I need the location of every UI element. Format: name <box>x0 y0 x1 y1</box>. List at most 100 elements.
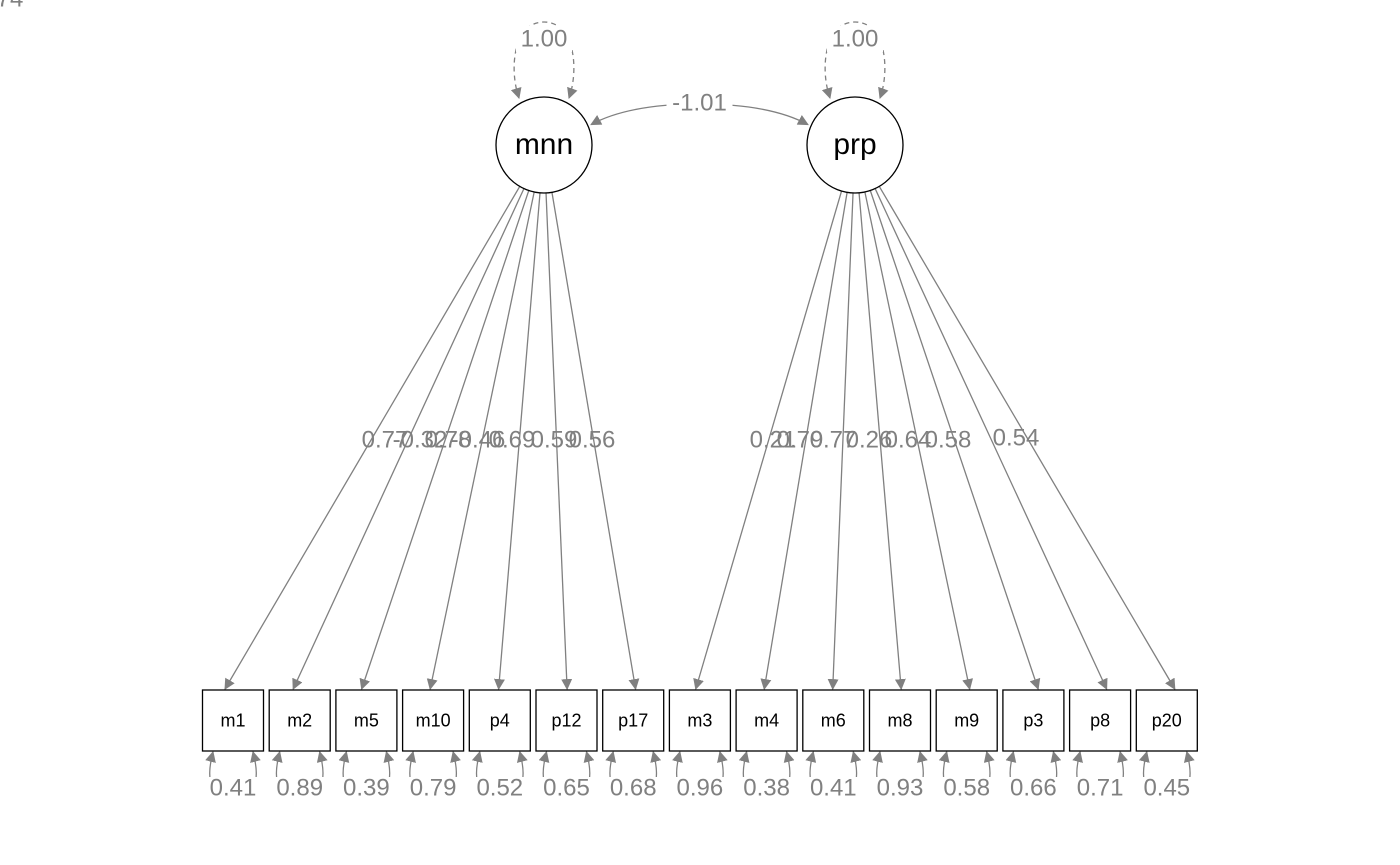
observed-label-m10: m10 <box>416 710 451 730</box>
variance-label-bg <box>516 26 572 52</box>
residual-label-m1: 0.41 <box>210 774 257 801</box>
loading-label-p3: 0.58 <box>925 426 972 453</box>
variance-label-prp: 1.00 <box>832 25 879 52</box>
covariance-label-bg <box>666 91 733 117</box>
observed-node-p12 <box>535 689 598 752</box>
covariance-label: -1.01 <box>672 89 727 116</box>
observed-node-p17 <box>602 689 665 752</box>
loading-path-m6 <box>827 192 854 691</box>
residual-label-m5: 0.39 <box>343 774 390 801</box>
variance-label-bg <box>827 26 883 52</box>
latent-label-mnn: mnn <box>515 128 573 161</box>
residual-label-p17: 0.68 <box>610 774 657 801</box>
residual-label-bg <box>806 777 861 801</box>
edges-layer <box>205 21 1195 791</box>
loading-label-m9: 0.64 <box>885 426 932 453</box>
observed-node-p3 <box>1002 689 1065 752</box>
loading-label-p20: 0.74 <box>0 0 23 12</box>
loading-label-p8: 0.54 <box>993 424 1040 451</box>
loading-path-m5 <box>359 190 530 691</box>
observed-label-p3: p3 <box>1023 710 1043 730</box>
latent-label-prp: prp <box>833 128 876 161</box>
loading-path-p4 <box>493 192 541 691</box>
residual-label-m10: 0.79 <box>410 774 457 801</box>
observed-label-p8: p8 <box>1090 710 1110 730</box>
latent-node-prp <box>806 96 904 194</box>
observed-label-m1: m1 <box>220 710 245 730</box>
loading-label-m10: -0.46 <box>451 426 506 453</box>
observed-node-m1 <box>201 689 265 752</box>
residual-label-bg <box>206 777 260 801</box>
variance-loop-arrow-mnn <box>510 86 522 100</box>
loading-label-m8: 0.26 <box>846 426 893 453</box>
residual-label-bg <box>339 777 394 801</box>
loading-path-p8 <box>874 188 1108 690</box>
variance-loop-prp <box>824 21 889 100</box>
residual-label-p20: 0.45 <box>1143 774 1190 801</box>
observed-node-p20 <box>1135 689 1198 752</box>
residual-label-bg <box>539 777 594 801</box>
residual-label-p4: 0.52 <box>476 774 523 801</box>
residual-label-bg <box>272 777 327 801</box>
residual-label-m9: 0.58 <box>943 774 990 801</box>
loading-label-m4: 0.79 <box>777 426 824 453</box>
loading-label-p12: 0.59 <box>531 426 578 453</box>
observed-label-m8: m8 <box>887 710 912 730</box>
observed-label-m9: m9 <box>954 710 979 730</box>
loading-label-p4: 0.69 <box>489 426 536 453</box>
residual-label-bg <box>1073 777 1128 801</box>
loading-path-m8 <box>858 192 906 691</box>
residual-label-bg <box>406 777 461 801</box>
variance-loop-arrow-prp <box>821 86 833 100</box>
loading-path-p3 <box>869 190 1041 691</box>
loading-label-m5: 0.78 <box>425 426 472 453</box>
residual-label-bg <box>739 777 794 801</box>
observed-label-p4: p4 <box>490 710 510 730</box>
variance-loop-mnn <box>513 21 578 100</box>
loading-path-m10 <box>426 191 535 691</box>
residual-label-bg <box>606 777 661 801</box>
loading-path-m2 <box>292 188 525 690</box>
residual-label-p3: 0.66 <box>1010 774 1057 801</box>
loading-path-m1 <box>224 186 521 690</box>
residual-label-bg <box>672 777 727 801</box>
observed-node-m2 <box>268 689 331 752</box>
observed-label-m4: m4 <box>754 710 779 730</box>
loading-label-m2: -0.32 <box>393 426 448 453</box>
residual-label-m4: 0.38 <box>743 774 790 801</box>
observed-label-p12: p12 <box>551 710 581 730</box>
observed-node-m6 <box>802 689 865 752</box>
residual-label-bg <box>1139 777 1194 801</box>
residual-label-m3: 0.96 <box>677 774 724 801</box>
residual-label-bg <box>1006 777 1061 801</box>
residual-label-m2: 0.89 <box>276 774 323 801</box>
observed-label-m3: m3 <box>687 710 712 730</box>
observed-node-m9 <box>935 689 998 752</box>
loading-label-m1: 0.77 <box>362 426 409 453</box>
observed-label-p20: p20 <box>1152 710 1182 730</box>
observed-label-m6: m6 <box>821 710 846 730</box>
observed-node-m4 <box>735 689 798 752</box>
loading-label-m6: 0.77 <box>810 426 857 453</box>
observed-node-p4 <box>468 689 531 752</box>
loading-label-p17: 0.56 <box>569 426 616 453</box>
observed-label-m5: m5 <box>354 710 379 730</box>
observed-node-m5 <box>335 689 398 752</box>
observed-node-m8 <box>868 689 932 752</box>
observed-node-m3 <box>668 689 732 752</box>
residual-label-bg <box>873 777 927 801</box>
loading-path-m3 <box>693 190 843 691</box>
residual-label-p8: 0.71 <box>1077 774 1124 801</box>
loading-path-p17 <box>551 192 640 691</box>
residual-label-p12: 0.65 <box>543 774 590 801</box>
loading-path-m4 <box>760 192 848 691</box>
loading-path-p12 <box>545 192 573 691</box>
loading-path-m9 <box>864 191 974 691</box>
observed-label-p17: p17 <box>618 710 648 730</box>
residual-label-bg <box>472 777 527 801</box>
latent-node-mnn <box>495 96 593 194</box>
loading-path-p20 <box>878 186 1176 690</box>
